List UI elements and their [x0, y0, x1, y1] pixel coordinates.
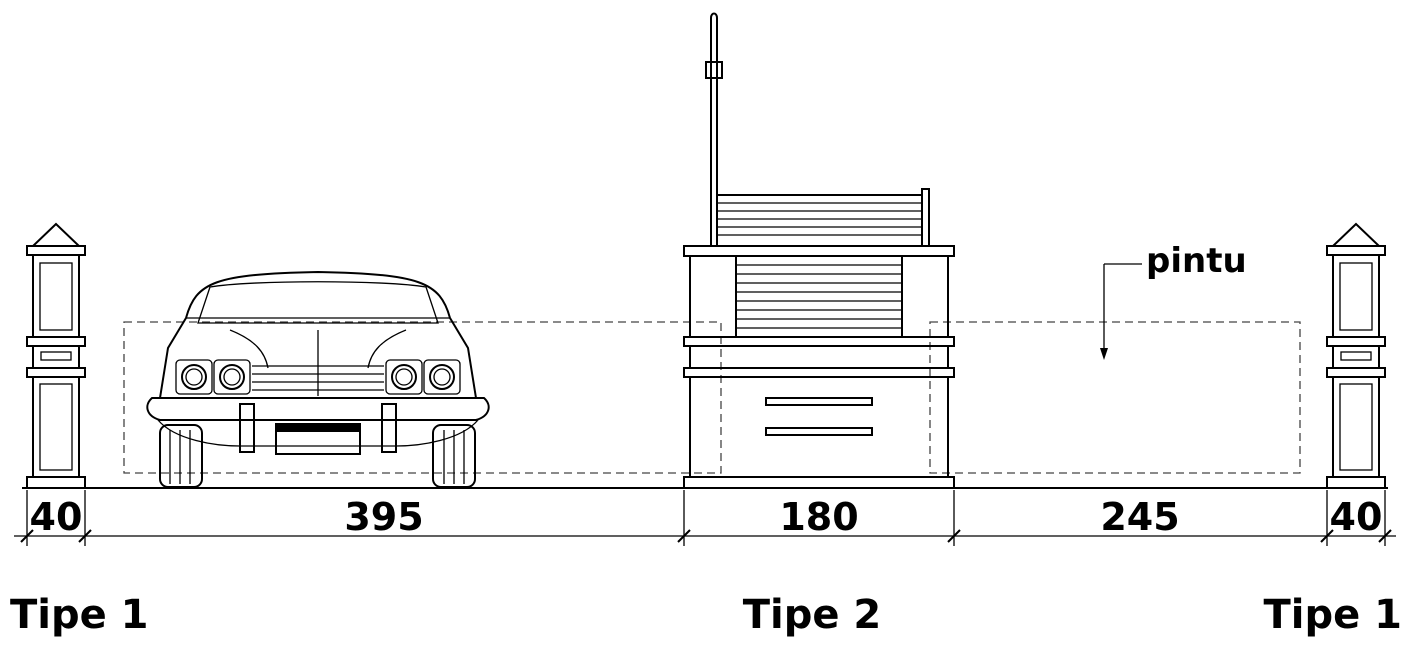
gate-leaf-right — [929, 321, 1301, 474]
door-note: pintu — [1146, 241, 1247, 281]
arrow-head — [1100, 348, 1108, 360]
car-front-view — [146, 270, 490, 488]
dim-gate-opening: 245 — [1100, 495, 1179, 539]
gatehouse — [683, 12, 955, 489]
dim-pillar-left: 40 — [30, 495, 83, 539]
type-label-left: Tipe 1 — [10, 592, 149, 638]
pillar-left — [26, 222, 86, 489]
dim-pillar-right: 40 — [1330, 495, 1383, 539]
dim-carport: 395 — [344, 495, 423, 539]
type-label-center: Tipe 2 — [743, 592, 882, 638]
dimension-line — [14, 490, 1396, 546]
door-annotation: pintu — [1100, 241, 1247, 360]
dim-gatehouse: 180 — [779, 495, 858, 539]
gate-leaf-left — [123, 321, 722, 474]
type-label-right: Tipe 1 — [1263, 592, 1402, 638]
pillar-right — [1326, 222, 1386, 489]
